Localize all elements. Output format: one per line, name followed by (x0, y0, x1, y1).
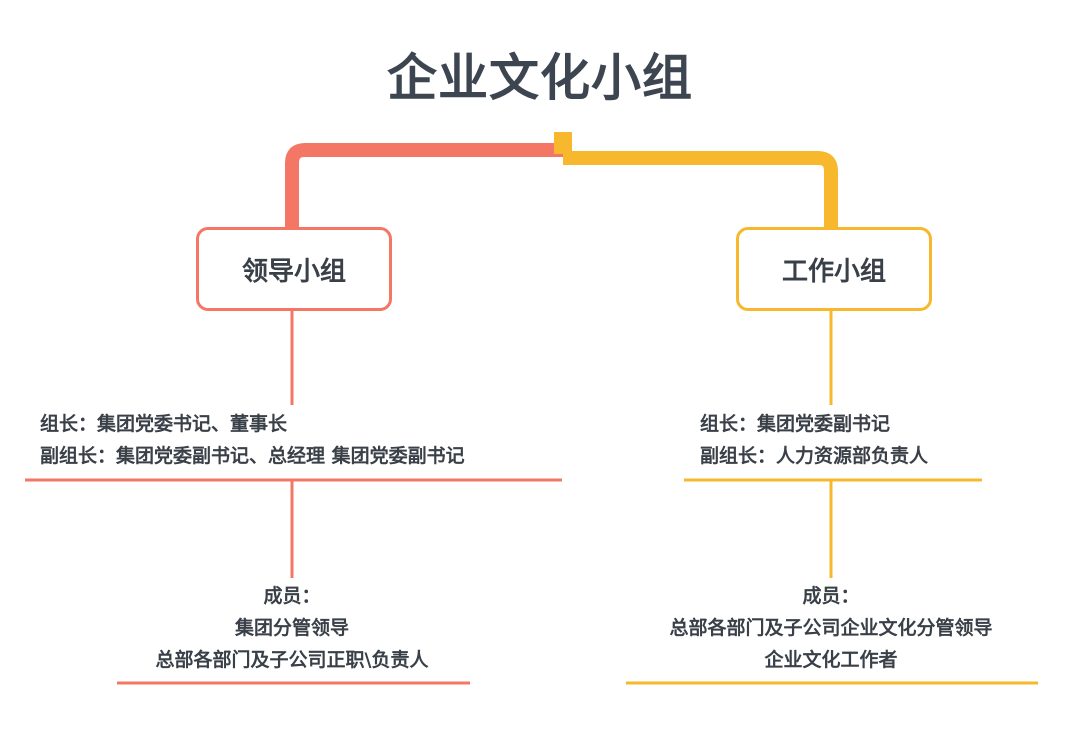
working-members-line-2: 企业文化工作者 (764, 649, 898, 671)
working-members-line-1: 总部各部门及子公司企业文化分管领导 (669, 617, 993, 639)
leadership-members-line-2: 总部各部门及子公司正职\负责人 (155, 649, 429, 671)
leadership-members: 成员： 集团分管领导 总部各部门及子公司正职\负责人 (92, 580, 492, 676)
working-group-box: 工作小组 (736, 227, 932, 311)
leadership-group-box: 领导小组 (196, 227, 392, 311)
leadership-group-label: 领导小组 (241, 256, 346, 287)
working-leader-line: 组长：集团党委副书记 (700, 413, 891, 435)
diagram-title: 企业文化小组 (387, 49, 693, 107)
working-group-label: 工作小组 (781, 256, 886, 287)
leadership-members-heading: 成员： (263, 585, 321, 607)
working-roles: 组长：集团党委副书记 副组长：人力资源部负责人 (700, 408, 928, 472)
leadership-deputy-line: 副组长：集团党委副书记、总经理 集团党委副书记 (40, 445, 465, 467)
working-members-heading: 成员： (802, 585, 860, 607)
right-top-connector (563, 151, 838, 228)
center-stub (554, 132, 572, 154)
left-top-connector (285, 143, 563, 228)
working-deputy-line: 副组长：人力资源部负责人 (700, 445, 929, 467)
leadership-leader-line: 组长：集团党委书记、董事长 (40, 413, 288, 435)
leadership-roles: 组长：集团党委书记、董事长 副组长：集团党委副书记、总经理 集团党委副书记 (40, 408, 465, 472)
leadership-members-line-1: 集团分管领导 (234, 617, 349, 639)
working-members: 成员： 总部各部门及子公司企业文化分管领导 企业文化工作者 (611, 580, 1051, 676)
